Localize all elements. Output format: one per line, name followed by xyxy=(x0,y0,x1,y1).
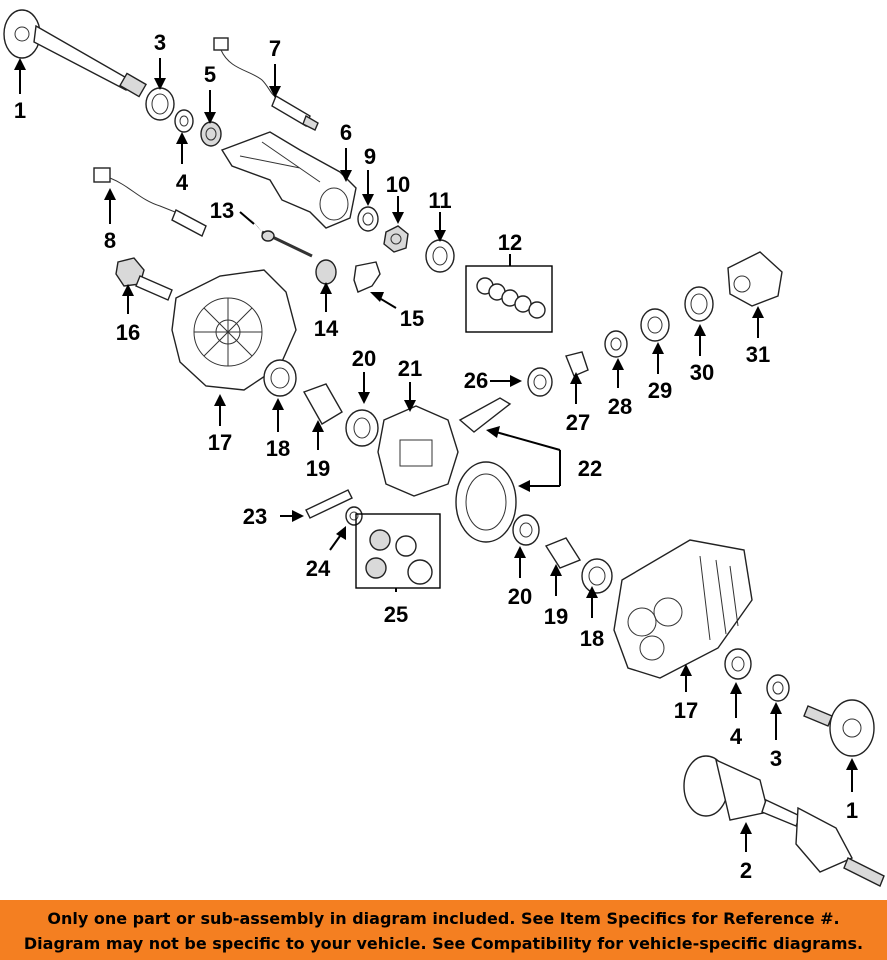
callout-18-top: 18 xyxy=(266,436,290,461)
disclaimer-line-1: Only one part or sub-assembly in diagram… xyxy=(47,909,840,928)
callout-3-bottom: 3 xyxy=(770,746,782,771)
bearing-26-drawing xyxy=(527,367,553,397)
callout-1-bottom: 1 xyxy=(846,798,858,823)
axle-bearing-drawing xyxy=(174,109,194,133)
spacer-19-top-drawing xyxy=(302,383,343,425)
sensor-8-drawing xyxy=(93,167,207,237)
bearing-5-drawing xyxy=(200,121,222,147)
bearing-29-drawing xyxy=(640,308,670,342)
bearing-20-bottom-drawing xyxy=(512,514,540,546)
spacer-19-bottom-drawing xyxy=(544,537,582,569)
callout-17-top: 17 xyxy=(208,430,232,455)
callout-28: 28 xyxy=(608,394,632,419)
axle-seal-drawing xyxy=(145,87,175,121)
pin-13-drawing xyxy=(261,230,313,258)
callout-23: 23 xyxy=(243,504,267,529)
callout-4-top: 4 xyxy=(176,170,189,195)
disclaimer-banner: Only one part or sub-assembly in diagram… xyxy=(0,900,887,960)
seal-kit-drawing xyxy=(476,277,546,319)
bearing-28-drawing xyxy=(604,330,628,358)
callout-29: 29 xyxy=(648,378,672,403)
nut-10-drawing xyxy=(383,225,409,253)
bearing-11-drawing xyxy=(425,239,455,273)
callout-11: 11 xyxy=(428,188,451,213)
callout-14: 14 xyxy=(314,316,339,341)
bearing-20-top-drawing xyxy=(345,409,379,447)
seal-18-bottom-drawing xyxy=(581,558,613,594)
callout-arrows xyxy=(14,58,858,852)
ring-and-pinion-drawing xyxy=(455,397,517,543)
callout-12: 12 xyxy=(498,230,522,255)
flange-31-drawing xyxy=(727,251,783,307)
bushing-14-drawing xyxy=(315,259,337,285)
axle-shaft-drawing xyxy=(3,9,147,98)
axle-housing-drawing xyxy=(220,131,357,229)
sensor-7-drawing xyxy=(213,37,319,131)
differential-case-drawing xyxy=(377,405,459,497)
callout-21: 21 xyxy=(398,356,422,381)
bolt-16-drawing xyxy=(115,257,173,301)
axle-bearing-bottom-drawing xyxy=(724,648,752,680)
axle-flange-bottom-drawing xyxy=(803,699,875,757)
callout-5: 5 xyxy=(204,62,216,87)
callout-16: 16 xyxy=(116,320,140,345)
shaft-23-drawing xyxy=(305,489,353,519)
callout-17-bottom: 17 xyxy=(674,698,698,723)
exploded-parts-diagram: 1 3 7 5 4 6 9 10 11 8 13 12 16 14 15 31 … xyxy=(3,9,885,887)
callout-4-bottom: 4 xyxy=(730,724,743,749)
callout-7: 7 xyxy=(269,36,281,61)
carrier-housing-bottom-drawing xyxy=(613,539,753,679)
axle-seal-bottom-drawing xyxy=(766,674,790,702)
callout-20-top: 20 xyxy=(352,346,376,371)
spacer-27-drawing xyxy=(565,351,589,377)
callout-8: 8 xyxy=(104,228,116,253)
callout-6: 6 xyxy=(340,120,352,145)
callout-31: 31 xyxy=(746,342,770,367)
cv-axle-drawing xyxy=(683,755,885,887)
callout-10: 10 xyxy=(386,172,410,197)
disclaimer-line-2: Diagram may not be specific to your vehi… xyxy=(23,934,864,953)
washer-9-drawing xyxy=(357,206,379,232)
callout-25: 25 xyxy=(384,602,408,627)
callout-30: 30 xyxy=(690,360,714,385)
gear-kit-box xyxy=(355,513,441,589)
callout-24: 24 xyxy=(306,556,331,581)
seal-30-drawing xyxy=(684,286,714,322)
callout-26: 26 xyxy=(464,368,488,393)
callout-labels: 1 3 7 5 4 6 9 10 11 8 13 12 16 14 15 31 … xyxy=(14,30,858,883)
callout-19-bottom: 19 xyxy=(544,604,568,629)
callout-27: 27 xyxy=(566,410,590,435)
callout-3-top: 3 xyxy=(154,30,166,55)
clip-15-drawing xyxy=(353,261,381,293)
callout-1-top: 1 xyxy=(14,98,26,123)
callout-13: 13 xyxy=(210,198,234,223)
callout-20-bottom: 20 xyxy=(508,584,532,609)
gear-kit-drawing xyxy=(365,529,433,585)
callout-19-top: 19 xyxy=(306,456,330,481)
callout-22: 22 xyxy=(578,456,602,481)
callout-2: 2 xyxy=(740,858,752,883)
callout-15: 15 xyxy=(400,306,424,331)
callout-18-bottom: 18 xyxy=(580,626,604,651)
washer-24-drawing xyxy=(345,506,363,526)
callout-9: 9 xyxy=(364,144,376,169)
seal-18-top-drawing xyxy=(263,359,297,397)
